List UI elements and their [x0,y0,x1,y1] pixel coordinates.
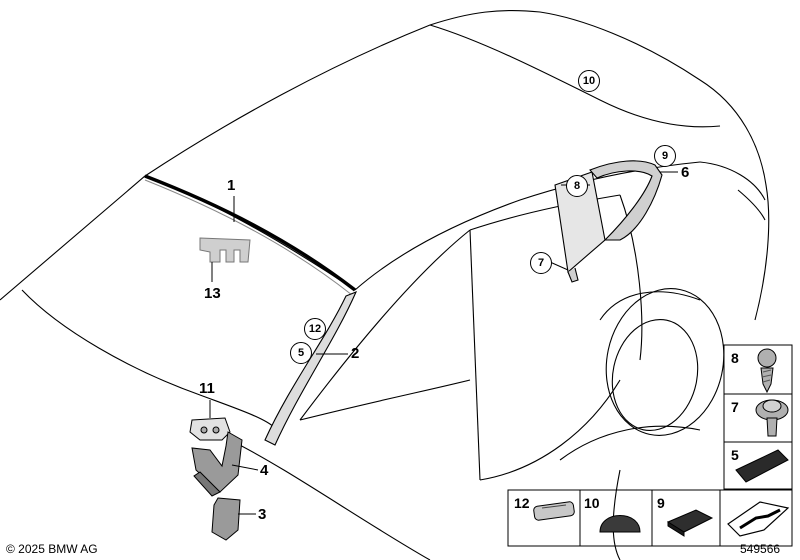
rear-wheel [599,288,725,436]
screw-icon [757,348,777,394]
legend-label-10: 10 [584,495,600,511]
callout-1: 1 [227,177,236,194]
callout-4: 4 [260,462,269,479]
copyright-text: © 2025 BMW AG [6,542,98,556]
dome-cap-icon [599,515,641,533]
callout-8-circled: 8 [566,175,588,197]
callout-5-circled: 5 [290,342,312,364]
diagram-number: 549566 [740,542,781,556]
car-body-outline [0,9,770,560]
legend-label-9: 9 [657,495,665,511]
windshield-trim [144,174,357,296]
callout-2: 2 [351,345,360,362]
legend-label-8: 8 [731,350,739,366]
part-11-bracket [189,417,231,441]
flat-pad-icon [666,509,714,537]
foam-pad-icon [735,449,789,483]
callout-9-circled: 9 [654,145,676,167]
part-4-cover [191,431,243,497]
leader-lines [209,171,678,515]
legend-grid [507,344,793,547]
part-3-cover [211,497,241,541]
callout-12-circled: 12 [304,318,326,340]
callout-6: 6 [681,164,690,181]
clip-icon [533,501,575,521]
arrow-icon [727,501,790,537]
callout-7-circled: 7 [530,252,552,274]
legend-label-12: 12 [514,495,530,511]
legend-label-5: 5 [731,447,739,463]
callout-13: 13 [204,285,221,302]
legend-label-7: 7 [731,399,739,415]
rear-window-trim [589,160,663,241]
callout-3: 3 [258,506,267,523]
callout-10-circled: 10 [578,70,600,92]
callout-11: 11 [199,380,215,397]
a-pillar-trim [264,290,358,446]
flange-bolt-icon [755,399,789,437]
sensor-bracket [199,237,251,263]
